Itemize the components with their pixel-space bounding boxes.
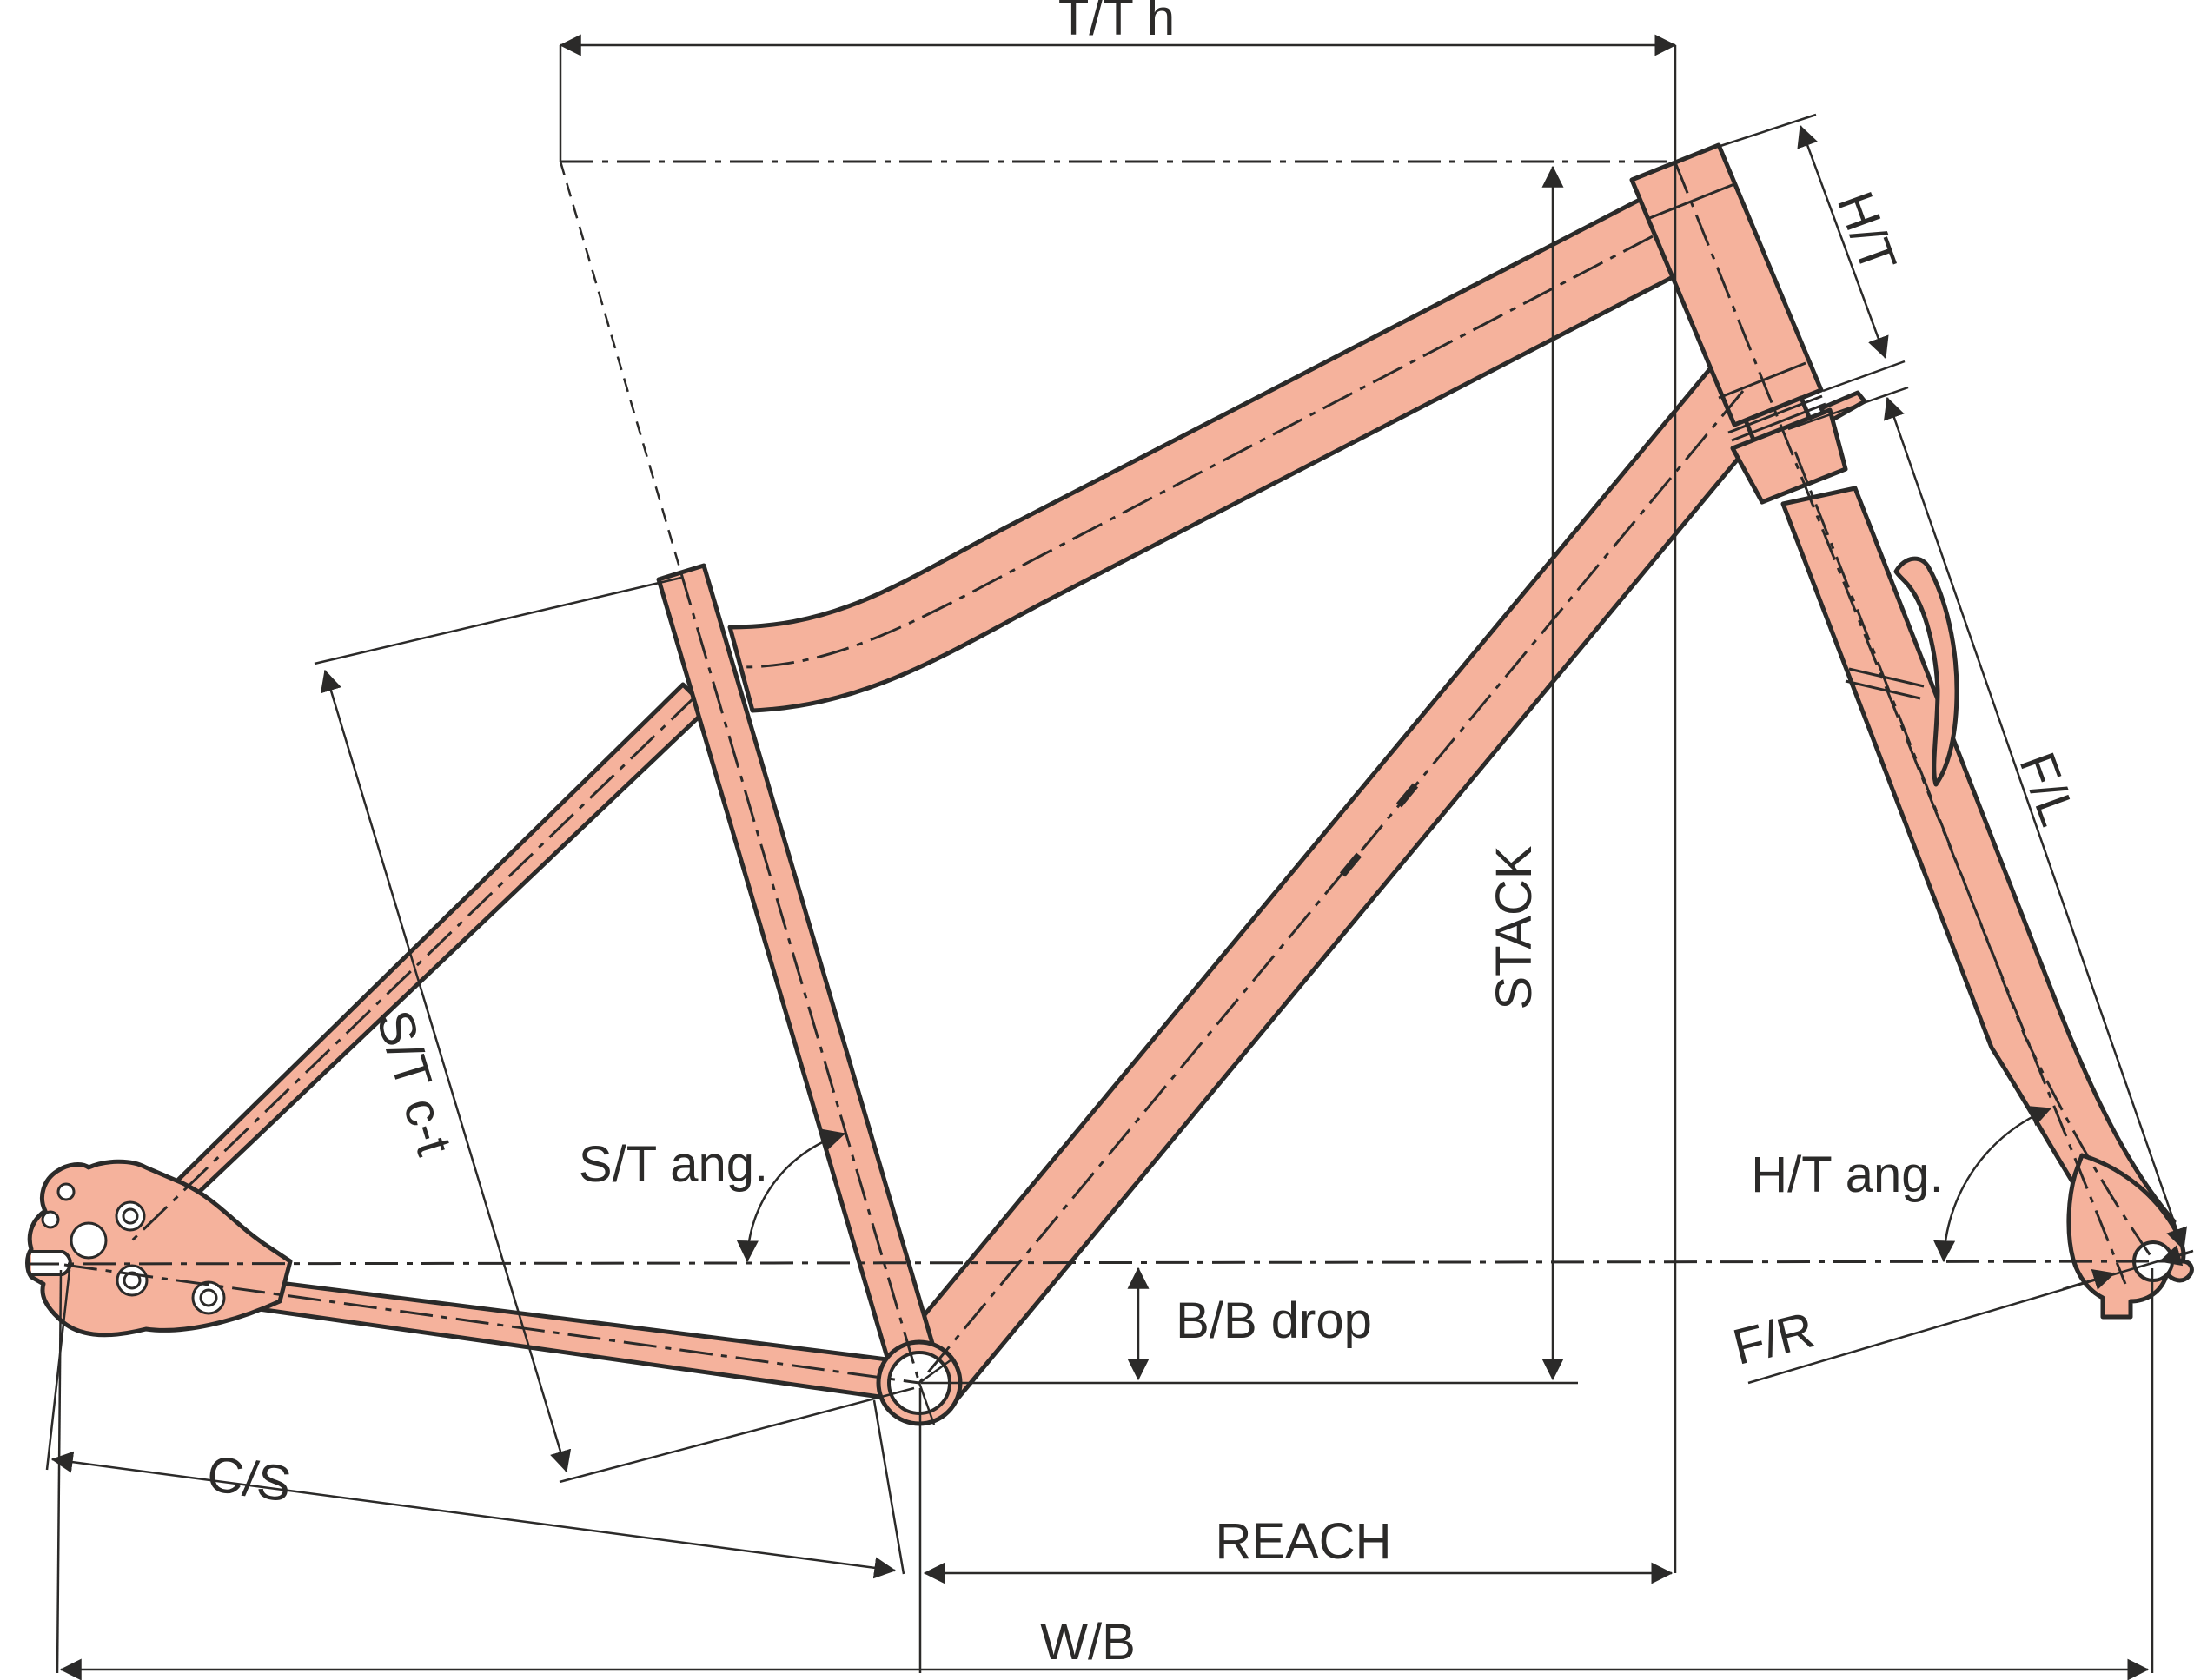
dimension-lines <box>45 34 2194 1680</box>
label-chainstay: C/S <box>203 1445 295 1513</box>
ext-rear-axle-vertical <box>56 1269 63 1674</box>
dim-seat-tube-ct <box>320 669 572 1473</box>
rear-dropout-ring-3-inner <box>199 1288 218 1307</box>
ext-cs-right <box>872 1399 905 1575</box>
label-stack: STACK <box>1486 845 1542 1009</box>
rear-dropout-ring-2-inner <box>123 1271 142 1290</box>
fork-crown <box>1730 407 1848 505</box>
ext-fl-top <box>1787 386 1909 431</box>
label-top-tube-horizontal: T/T h <box>1058 0 1175 46</box>
label-wheelbase: W/B <box>1040 1614 1136 1670</box>
dim-fork-length <box>1883 396 2188 1251</box>
rear-dropout-hole-small-1 <box>56 1182 76 1201</box>
down-tube-centerline <box>918 390 1745 1384</box>
arc-seat-tube-angle <box>736 1128 846 1263</box>
dim-head-tube <box>1797 124 1889 360</box>
fork-rake-line <box>1747 1249 2194 1385</box>
head-tube <box>1629 142 1824 427</box>
chainstay-centerline <box>63 1263 920 1385</box>
seat-axis-extension <box>559 161 683 574</box>
rear-dropout-ring-1-inner <box>122 1207 139 1225</box>
bb-mark-1 <box>918 1356 955 1385</box>
dim-fork-rake-arrow-left <box>2062 1268 2116 1291</box>
top-tube-centerline <box>739 235 1654 669</box>
labels: T/T h H/T F/L STACK S/T c-t S/T ang. B/B… <box>203 0 2086 1670</box>
seatstay-centerline <box>130 695 697 1242</box>
arc-head-tube-angle <box>1933 1106 2052 1263</box>
front-dropout <box>2066 1153 2194 1320</box>
rear-dropout-hole-large <box>70 1221 108 1260</box>
dim-fork-rake-arrow-right <box>2158 1245 2193 1267</box>
ext-st-bottom <box>559 1386 915 1484</box>
axle-centerline <box>25 1260 2184 1266</box>
ext-ht-top <box>1720 113 1817 148</box>
rear-dropout-hole-small-2 <box>41 1210 60 1229</box>
seat-tube-axis <box>679 572 921 1384</box>
label-head-tube: H/T <box>1826 184 1907 280</box>
ext-cs-left <box>45 1269 71 1471</box>
label-reach: REACH <box>1215 1513 1391 1570</box>
dim-chainstay <box>50 1451 897 1579</box>
crown-race-seam-2 <box>1731 402 1826 442</box>
bb-mark-2 <box>918 1382 936 1425</box>
frame <box>25 142 2194 1426</box>
rear-dropout <box>25 1159 293 1338</box>
label-fork-length: F/L <box>2008 745 2086 833</box>
label-head-tube-angle: H/T ang. <box>1751 1147 1943 1203</box>
ext-ht-bottom <box>1822 360 1906 393</box>
label-bb-drop: B/B drop <box>1176 1293 1372 1349</box>
fork-blade <box>1780 486 2177 1257</box>
ext-st-top <box>314 576 682 665</box>
label-seat-tube-angle: S/T ang. <box>579 1136 768 1193</box>
